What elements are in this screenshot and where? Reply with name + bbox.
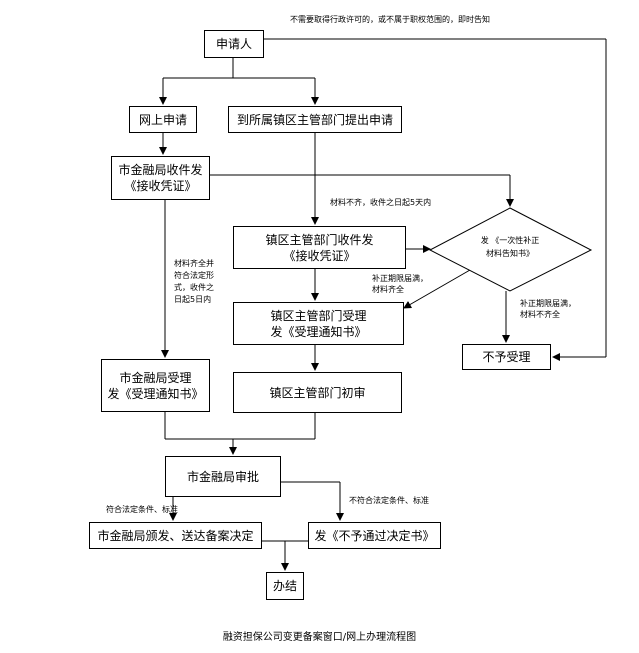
online-apply-label: 网上申请 [138, 112, 187, 127]
town-accept-box: 镇区主管部门受理 发《受理通知书》 [233, 302, 404, 345]
city-receive-line1: 市金融局收件发 [118, 163, 203, 177]
note-supp-complete: 补正期限届满， 材料齐全 [372, 273, 428, 295]
town-accept-line1: 镇区主管部门受理 [270, 308, 367, 323]
note-complete-line2: 符合法定形 [174, 271, 214, 280]
town-review-box: 镇区主管部门初审 [233, 372, 402, 413]
diagram-caption: 融资担保公司变更备案窗口/网上办理流程图 [222, 632, 417, 643]
city-accept-line1: 市金融局受理 [119, 370, 192, 385]
city-accept-box: 市金融局受理 发《受理通知书》 [101, 359, 210, 412]
reject-accept-box: 不予受理 [462, 344, 551, 370]
note-supp-incomplete-line1: 补正期限届满， [520, 299, 576, 308]
online-apply-box: 网上申请 [129, 106, 197, 133]
city-receive-line2: 《接收凭证》 [124, 179, 197, 193]
finish-label: 办结 [272, 579, 297, 593]
town-apply-label: 到所属镇区主管部门提出申请 [236, 112, 393, 127]
note-complete-line1: 材料齐全并 [174, 259, 214, 268]
note-no-permit: 不需要取得行政许可的，或不属于职权范围的，即时告知 [290, 15, 490, 24]
town-apply-box: 到所属镇区主管部门提出申请 [228, 106, 402, 133]
city-accept-line2: 发《受理通知书》 [107, 386, 204, 401]
city-receive-box: 市金融局收件发 《接收凭证》 [111, 156, 210, 200]
city-approve-label: 市金融局审批 [186, 469, 259, 484]
supplement-line2: 材料告知书》 [486, 249, 534, 258]
note-complete-line3: 式，收件之 [174, 283, 214, 292]
note-complete-line4: 日起5日内 [174, 295, 212, 304]
not-pass-box: 发《不予通过决定书》 [308, 522, 441, 549]
town-receive-line2: 《接收凭证》 [283, 248, 356, 263]
town-receive-line1: 镇区主管部门收件发 [265, 232, 374, 247]
town-accept-line2: 发《受理通知书》 [270, 324, 367, 339]
city-issue-label: 市金融局颁发、送达备案决定 [97, 528, 254, 543]
town-review-label: 镇区主管部门初审 [269, 385, 366, 400]
applicant-box: 申请人 [204, 30, 264, 58]
note-supp-incomplete: 补正期限届满， 材料不齐全 [520, 298, 576, 320]
city-issue-box: 市金融局颁发、送达备案决定 [89, 522, 262, 549]
supplement-diamond-shape [428, 207, 593, 292]
note-meets: 符合法定条件、标准 [106, 505, 178, 514]
note-supp-complete-line2: 材料齐全 [372, 285, 404, 294]
town-receive-box: 镇区主管部门收件发 《接收凭证》 [233, 226, 406, 269]
note-not-meets: 不符合法定条件、标准 [349, 496, 429, 505]
reject-accept-label: 不予受理 [482, 350, 531, 364]
supplement-line1: 发 《一次性补正 [480, 236, 540, 245]
city-approve-box: 市金融局审批 [165, 456, 281, 497]
supplement-diamond-text: 发 《一次性补正 材料告知书》 [462, 234, 558, 260]
finish-box: 办结 [266, 572, 304, 600]
note-supp-complete-line1: 补正期限届满， [372, 274, 428, 283]
not-pass-label: 发《不予通过决定书》 [314, 528, 435, 543]
note-supp-incomplete-line2: 材料不齐全 [520, 310, 560, 319]
note-incomplete-5days: 材料不齐，收件之日起5天内 [330, 198, 432, 207]
note-complete: 材料齐全并 符合法定形 式，收件之 日起5日内 [174, 258, 214, 306]
applicant-label: 申请人 [215, 37, 252, 51]
